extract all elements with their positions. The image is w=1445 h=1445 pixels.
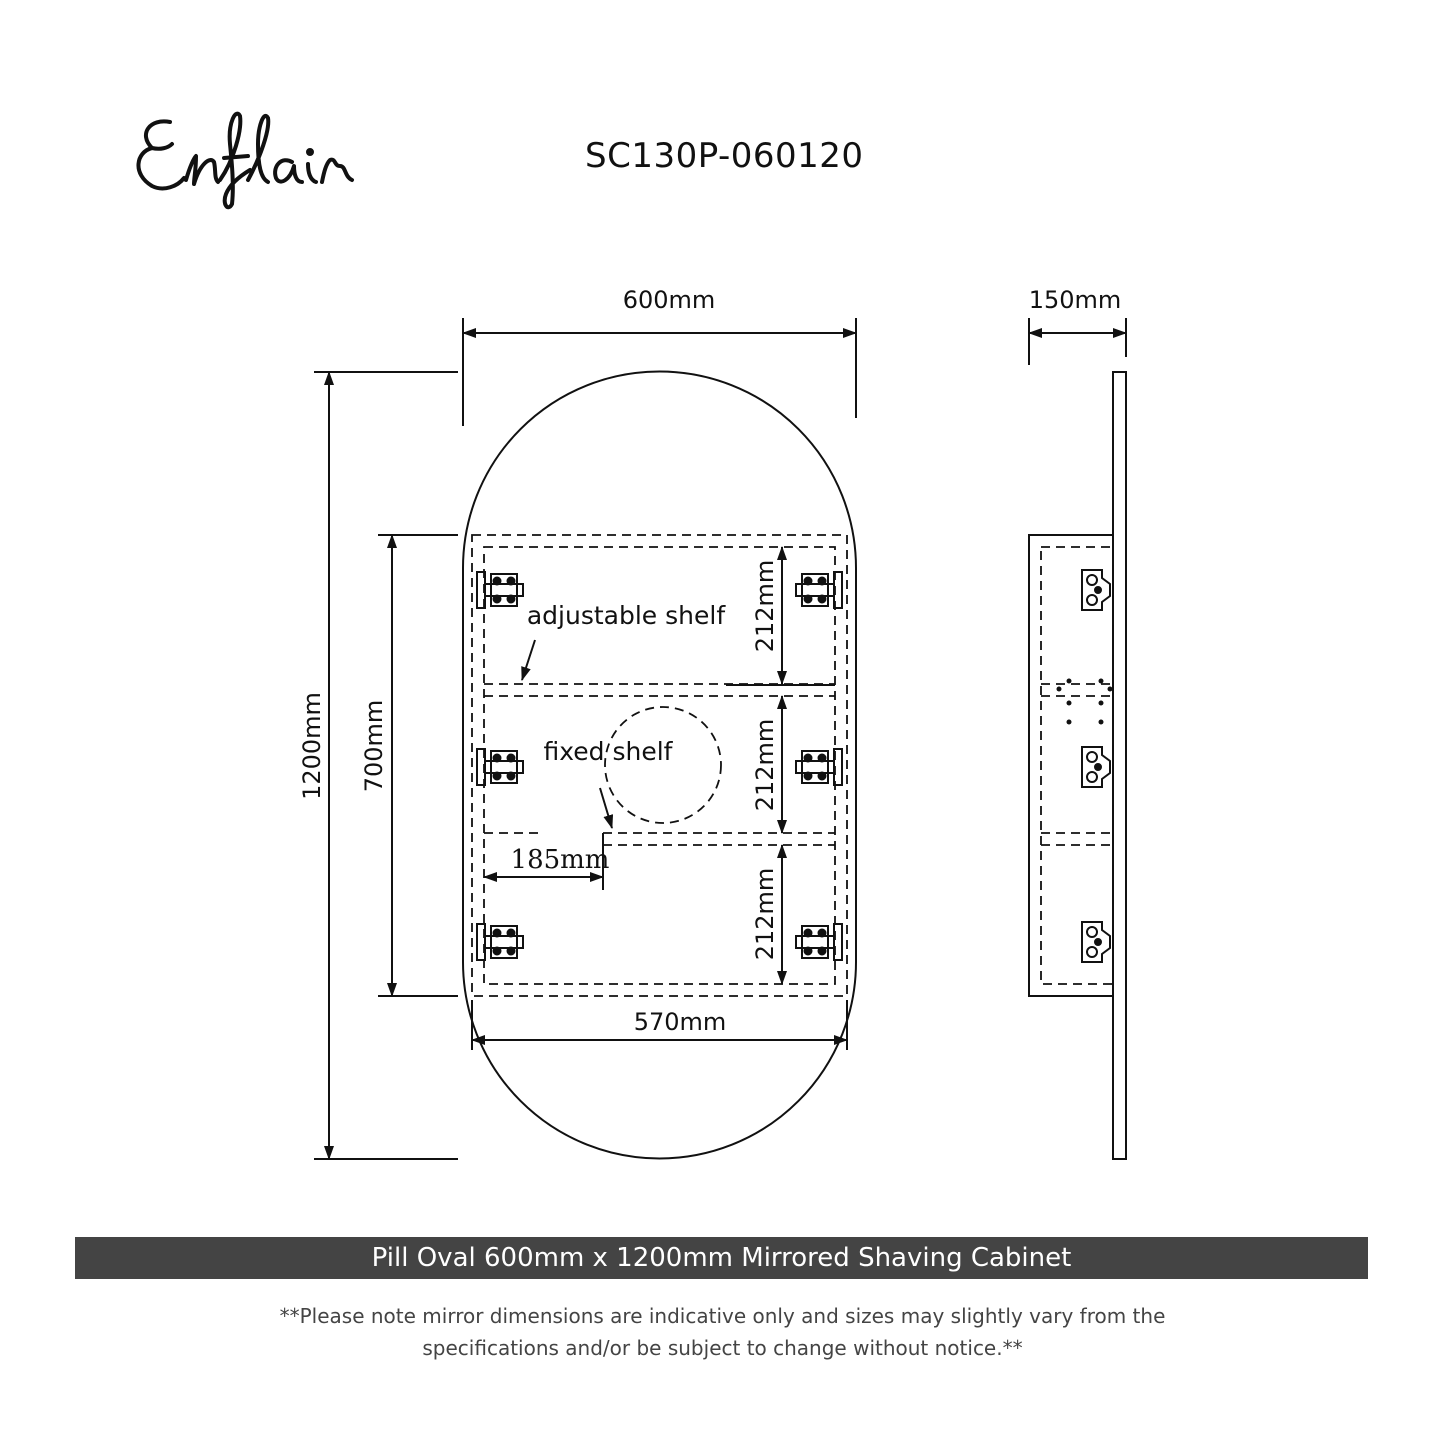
note-line-2: specifications and/or be subject to chan… [422,1336,1023,1360]
side-mirror-panel [1112,371,1127,1160]
height-dimension-label: 1200mm [298,692,326,800]
cabinet-height-dimension-label: 700mm [360,700,388,793]
product-title: Pill Oval 600mm x 1200mm Mirrored Shavin… [371,1243,1072,1273]
brand-logo [136,111,354,210]
note-line-1: **Please note mirror dimensions are indi… [279,1304,1166,1328]
mirror-outline [462,370,857,1160]
model-code: SC130P-060120 [585,136,864,176]
shelf-gap-top-label: 212mm [751,560,779,653]
depth-dimension-label: 150mm [1029,286,1122,314]
adjustable-shelf-label: adjustable shelf [527,601,726,630]
shelf-gap-bottom-label: 212mm [751,868,779,961]
inner-width-dimension-label: 570mm [634,1008,727,1036]
width-dimension-label: 600mm [623,286,716,314]
fixed-shelf-label: fixed shelf [544,737,674,766]
product-title-banner: Pill Oval 600mm x 1200mm Mirrored Shavin… [75,1237,1368,1279]
disclaimer-note: **Please note mirror dimensions are indi… [150,1300,1295,1364]
shelf-gap-mid-label: 212mm [751,719,779,812]
cutout-offset-label: 185mm [511,845,610,875]
